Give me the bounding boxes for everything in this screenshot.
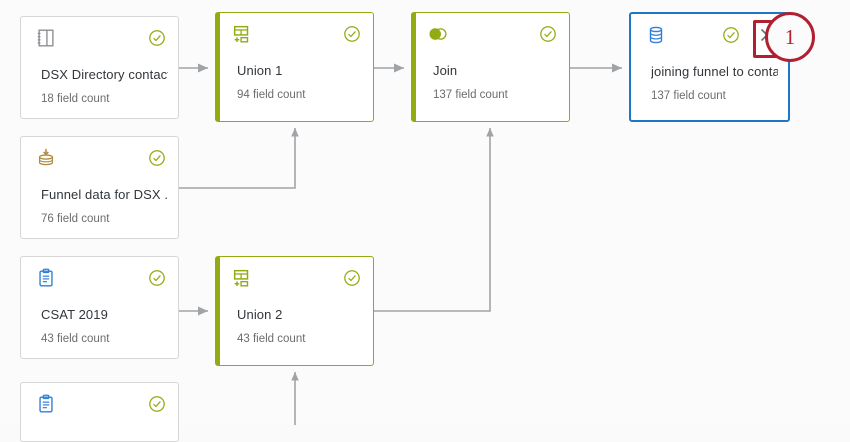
- connector-union2-to-join: [374, 127, 494, 312]
- node-field-count: 43 field count: [237, 333, 306, 345]
- database-icon: [645, 24, 667, 46]
- node-title: CSAT 2019: [41, 307, 108, 322]
- status-badge-valid-check-icon: [539, 25, 557, 43]
- node-field-count: 137 field count: [651, 90, 726, 102]
- node-card-csat-2019[interactable]: CSAT 2019 43 field count: [20, 256, 179, 359]
- node-header: [35, 267, 166, 293]
- node-field-count: 76 field count: [41, 213, 110, 225]
- connector-funnel-to-union1: [179, 127, 299, 189]
- directory-contacts-icon: [35, 27, 57, 49]
- node-title: DSX Directory contacts: [41, 67, 168, 82]
- status-badge-valid-check-icon: [148, 149, 166, 167]
- status-badge-valid-check-icon: [148, 395, 166, 413]
- status-badge-valid-check-icon: [343, 25, 361, 43]
- node-field-count: 94 field count: [237, 89, 306, 101]
- annotation-step-badge: 1: [765, 12, 815, 62]
- status-badge-valid-check-icon: [722, 26, 740, 44]
- node-card-partial-bottom[interactable]: [20, 382, 179, 442]
- node-field-count: 137 field count: [433, 89, 508, 101]
- join-venn-icon: [427, 23, 449, 45]
- node-header: [427, 23, 557, 49]
- node-title: Join: [433, 63, 458, 78]
- status-badge-valid-check-icon: [343, 269, 361, 287]
- node-field-count: 43 field count: [41, 333, 110, 345]
- node-card-join[interactable]: Join 137 field count: [411, 12, 570, 122]
- node-card-funnel-data[interactable]: Funnel data for DSX ... 76 field count: [20, 136, 179, 239]
- node-header: [35, 27, 166, 53]
- node-card-union-2[interactable]: Union 2 43 field count: [215, 256, 374, 366]
- node-header: [231, 23, 361, 49]
- data-import-icon: [35, 147, 57, 169]
- union-icon: [231, 267, 253, 289]
- union-icon: [231, 23, 253, 45]
- node-card-union-1[interactable]: Union 1 94 field count: [215, 12, 374, 122]
- connector-layer: [179, 63, 622, 425]
- node-card-dsx-directory-contacts[interactable]: DSX Directory contacts 18 field count: [20, 16, 179, 119]
- status-badge-valid-check-icon: [148, 269, 166, 287]
- node-header: [35, 393, 166, 419]
- node-title: Funnel data for DSX ...: [41, 187, 168, 202]
- node-card-target-output[interactable]: joining funnel to conta... 137 field cou…: [629, 12, 790, 122]
- survey-clipboard-icon: [35, 393, 57, 415]
- status-badge-valid-check-icon: [148, 29, 166, 47]
- node-header: [35, 147, 166, 173]
- node-title: joining funnel to conta...: [651, 64, 778, 79]
- node-header: [231, 267, 361, 293]
- node-title: Union 1: [237, 63, 283, 78]
- node-field-count: 18 field count: [41, 93, 110, 105]
- node-title: Union 2: [237, 307, 283, 322]
- survey-clipboard-icon: [35, 267, 57, 289]
